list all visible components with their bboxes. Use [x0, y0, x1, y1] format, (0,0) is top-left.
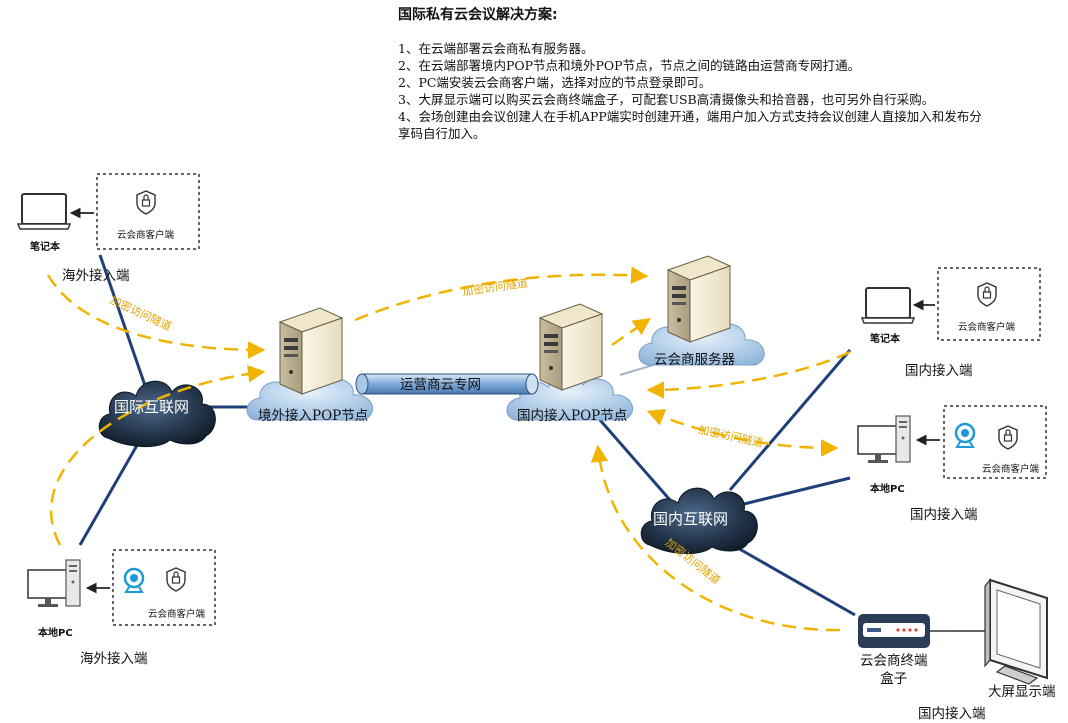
description-line-3: 2、PC端安装云会商客户端，选择对应的节点登录即可。: [398, 75, 712, 90]
laptop-label: 笔记本: [30, 242, 60, 253]
client-app-label: 云会商客户端: [148, 609, 206, 620]
terminal-box-label: 云会商终端 盒子: [860, 653, 928, 687]
server-icon: [539, 303, 603, 391]
overseas-access-label: 海外接入端: [80, 651, 148, 667]
description: 1、在云端部署云会商私有服务器。 2、在云端部署境内POP节点和境外POP节点，…: [398, 40, 988, 142]
laptop-icon: [17, 193, 71, 230]
server-icon: [667, 255, 731, 343]
client-app-label: 云会商客户端: [117, 230, 175, 241]
cloud-icon: [98, 380, 216, 448]
domestic-internet-label: 国内互联网: [653, 510, 729, 528]
carrier-pipe: [355, 373, 539, 395]
domestic-access-label: 国内接入端: [905, 363, 973, 379]
client-box: [112, 549, 216, 626]
terminal-box-icon: [858, 614, 930, 648]
description-line-5: 4、会场创建由会议创建人在手机APP端实时创建开通，端用户加入方式支持会议创建人…: [398, 109, 982, 141]
description-line-2: 2、在云端部署境内POP节点和境外POP节点，节点之间的链路由运营商专网打通。: [398, 58, 861, 73]
domestic-access-label: 国内接入端: [918, 706, 986, 722]
desktop-pc-icon: [857, 415, 911, 464]
server-icon: [279, 307, 343, 395]
client-app-label: 云会商客户端: [958, 322, 1016, 333]
carrier-link-label: 运营商云专网: [400, 377, 481, 393]
overseas-pop-label: 境外接入POP节点: [258, 408, 369, 424]
encrypted-tunnels: [46, 266, 851, 632]
domestic-access-label: 国内接入端: [910, 507, 978, 523]
domestic-pop-label: 国内接入POP节点: [517, 408, 628, 424]
local-pc-label: 本地PC: [38, 628, 73, 639]
diagram-title: 国际私有云会议解决方案:: [398, 7, 558, 23]
overseas-access-label: 海外接入端: [62, 268, 130, 284]
description-line-1: 1、在云端部署云会商私有服务器。: [398, 41, 594, 56]
client-box: [96, 173, 200, 250]
monitor-icon: [984, 578, 1048, 685]
local-pc-label: 本地PC: [870, 484, 905, 495]
big-screen-label: 大屏显示端: [988, 684, 1056, 700]
server-label: 云会商服务器: [654, 352, 735, 368]
intl-internet-label: 国际互联网: [114, 398, 190, 416]
cloud-icon: [640, 487, 758, 555]
description-line-4: 3、大屏显示端可以购买云会商终端盒子，可配套USB高清摄像头和拾音器，也可另外自…: [398, 92, 935, 107]
laptop-label: 笔记本: [870, 334, 900, 345]
laptop-icon: [861, 287, 915, 324]
client-app-label: 云会商客户端: [982, 464, 1040, 475]
client-box: [937, 267, 1041, 341]
desktop-pc-icon: [27, 559, 81, 608]
